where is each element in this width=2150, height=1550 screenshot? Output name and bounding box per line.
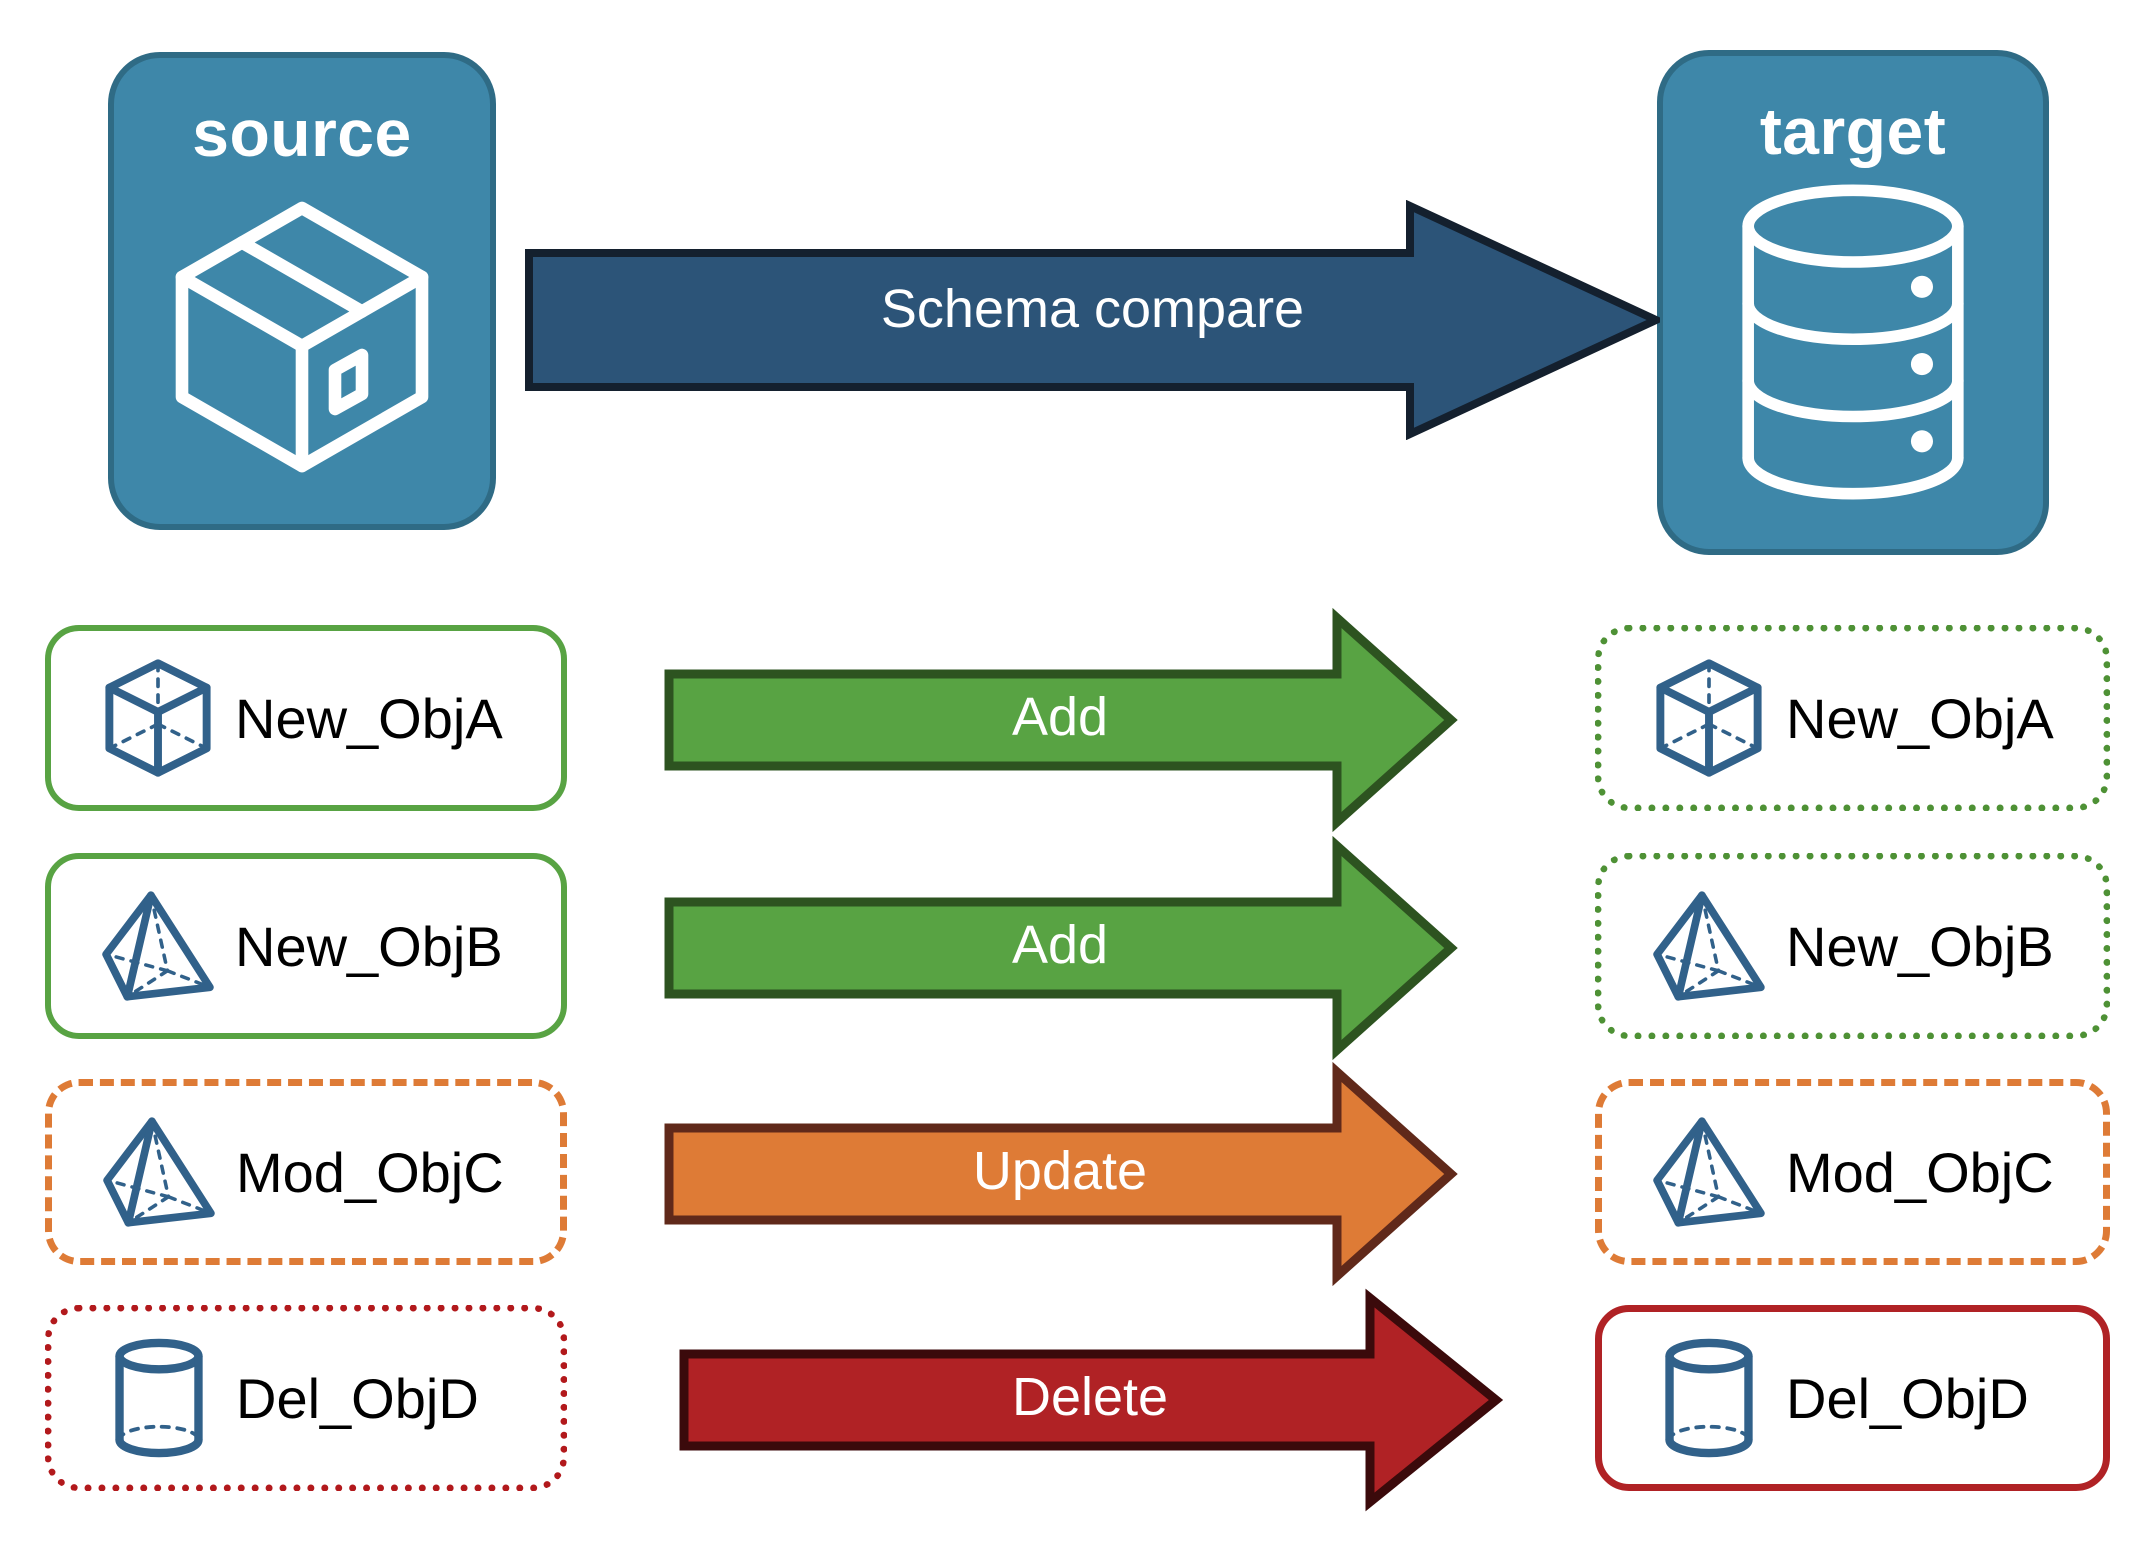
- object-row: New_ObjB Add Ne: [0, 835, 2150, 1061]
- target-object-label: New_ObjB: [1786, 914, 2054, 978]
- action-arrow-add[interactable]: Add: [664, 607, 1458, 833]
- action-arrow-delete[interactable]: Delete: [679, 1288, 1504, 1512]
- target-panel-title: target: [1759, 94, 1947, 168]
- source-object-label: New_ObjA: [235, 686, 503, 750]
- target-object-label: Del_ObjD: [1786, 1366, 2029, 1430]
- wireframe-pyramid-icon: [1650, 1107, 1768, 1237]
- source-object-label: Del_ObjD: [236, 1366, 479, 1430]
- target-object-label: New_ObjA: [1786, 686, 2054, 750]
- target-object-box[interactable]: Del_ObjD: [1595, 1305, 2110, 1491]
- source-object-box[interactable]: New_ObjA: [45, 625, 567, 811]
- wireframe-pyramid-icon: [99, 881, 217, 1011]
- source-object-box[interactable]: Mod_ObjC: [45, 1079, 567, 1265]
- package-box-icon: [152, 184, 452, 489]
- wireframe-pyramid-icon: [100, 1107, 218, 1237]
- source-object-box[interactable]: Del_ObjD: [45, 1305, 567, 1491]
- object-row: Mod_ObjC Update: [0, 1061, 2150, 1287]
- target-object-box[interactable]: Mod_ObjC: [1595, 1079, 2110, 1265]
- schema-compare-arrow[interactable]: Schema compare: [525, 199, 1666, 441]
- wireframe-pyramid-icon: [1650, 881, 1768, 1011]
- target-panel[interactable]: target: [1657, 50, 2049, 555]
- object-row: New_ObjA Add New_: [0, 607, 2150, 833]
- target-object-box[interactable]: New_ObjB: [1595, 853, 2110, 1039]
- target-object-box[interactable]: New_ObjA: [1595, 625, 2110, 811]
- source-object-box[interactable]: New_ObjB: [45, 853, 567, 1039]
- object-row: Del_ObjD Delete Del_ObjD: [0, 1288, 2150, 1512]
- action-arrow-update[interactable]: Update: [664, 1061, 1458, 1287]
- source-object-label: Mod_ObjC: [236, 1140, 504, 1204]
- source-object-label: New_ObjB: [235, 914, 503, 978]
- source-panel[interactable]: source: [108, 52, 496, 530]
- source-panel-title: source: [192, 96, 412, 170]
- database-cylinder-icon: [1713, 182, 1993, 507]
- wireframe-cube-icon: [1650, 653, 1768, 783]
- action-arrow-add[interactable]: Add: [664, 835, 1458, 1061]
- wireframe-cube-icon: [99, 653, 217, 783]
- wireframe-cylinder-icon: [1650, 1333, 1768, 1463]
- wireframe-cylinder-icon: [100, 1333, 218, 1463]
- target-object-label: Mod_ObjC: [1786, 1140, 2054, 1204]
